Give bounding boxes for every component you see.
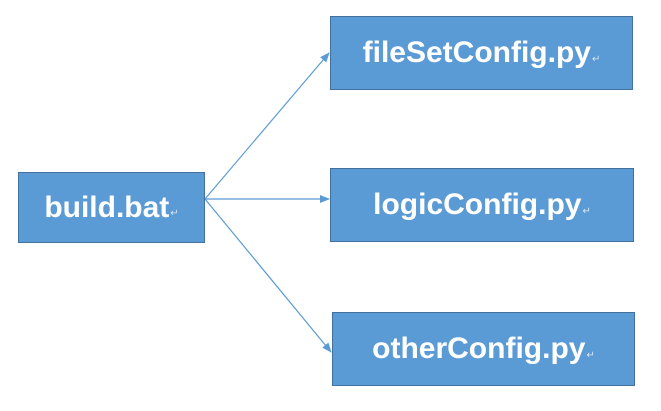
node-other-config-py[interactable]: otherConfig.py↵ — [332, 312, 635, 386]
node-fileset-config-py[interactable]: fileSetConfig.py↵ — [330, 16, 633, 90]
node-label-build-bat: build.bat — [44, 190, 170, 224]
node-build-bat[interactable]: build.bat↵ — [18, 172, 205, 243]
node-label-other-config-py: otherConfig.py — [372, 332, 586, 365]
edge-build-to-fileset — [204, 52, 330, 200]
paragraph-mark: ↵ — [586, 349, 595, 361]
node-label-logic-config-py: logicConfig.py — [373, 188, 582, 221]
edge-build-to-other — [204, 198, 332, 353]
node-logic-config-py[interactable]: logicConfig.py↵ — [330, 168, 634, 242]
paragraph-mark: ↵ — [170, 208, 179, 219]
paragraph-mark: ↵ — [591, 53, 601, 65]
paragraph-mark: ↵ — [582, 205, 591, 217]
node-label-fileset-config-py: fileSetConfig.py — [362, 36, 591, 69]
